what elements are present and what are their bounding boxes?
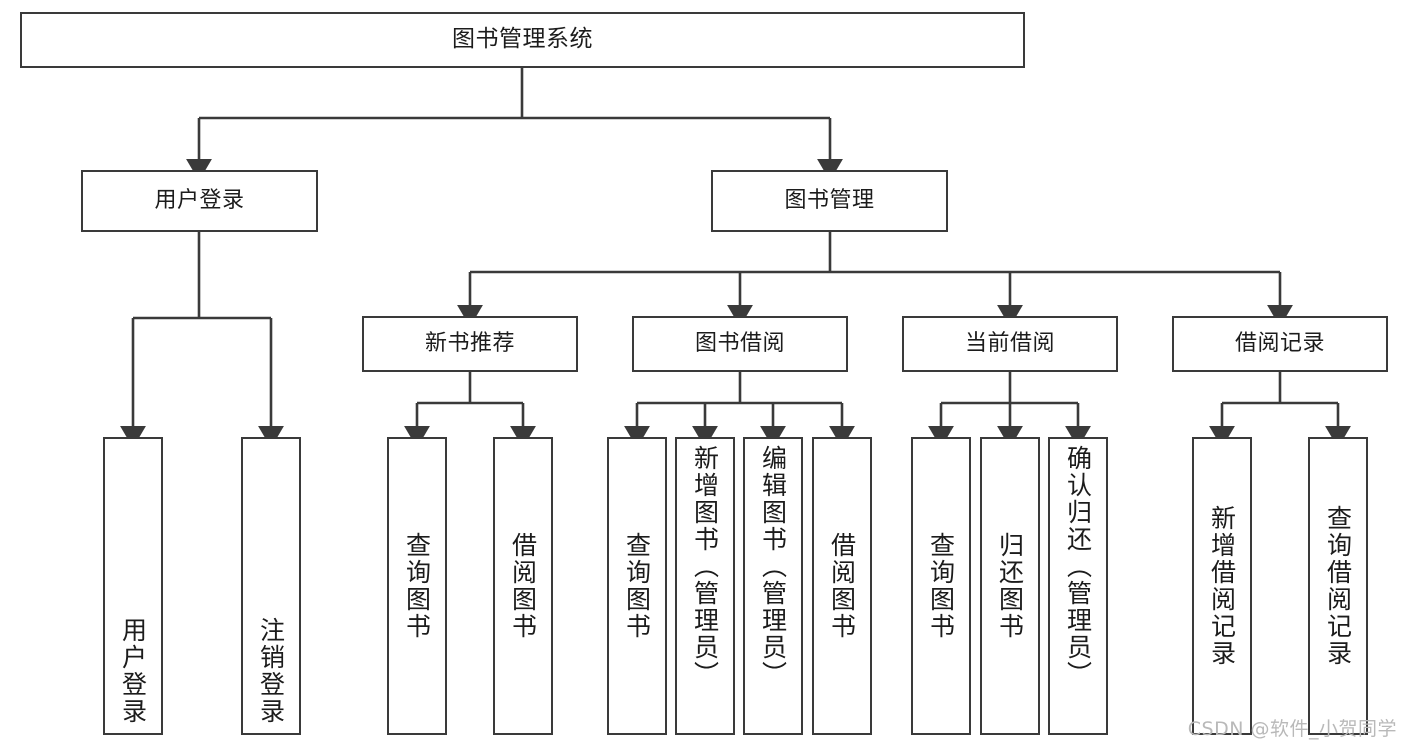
node-user-login[interactable]: 用户登录 — [81, 170, 318, 232]
watermark-text: CSDN @软件_小贺同学 — [1187, 718, 1397, 740]
node-root[interactable]: 图书管理系统 — [20, 12, 1025, 68]
node-leaf-confirm-return-label: 确认归还（管理员） — [1063, 445, 1093, 688]
node-leaf-query-borrow-record-label: 查询借阅记录 — [1323, 505, 1353, 667]
node-leaf-add-borrow-record-label: 新增借阅记录 — [1207, 505, 1237, 667]
node-user-login-label: 用户登录 — [154, 187, 245, 213]
node-leaf-query-book-cb-label: 查询图书 — [926, 532, 956, 640]
node-borrow-record-label: 借阅记录 — [1234, 330, 1325, 356]
node-leaf-user-login[interactable]: 用户登录 — [103, 437, 163, 735]
node-leaf-query-book-bb[interactable]: 查询图书 — [607, 437, 667, 735]
node-leaf-logout-label: 注销登录 — [256, 617, 286, 725]
node-leaf-edit-book[interactable]: 编辑图书（管理员） — [743, 437, 803, 735]
node-new-book-recommend[interactable]: 新书推荐 — [362, 316, 578, 372]
node-leaf-borrow-book-nb[interactable]: 借阅图书 — [493, 437, 553, 735]
node-borrow-record[interactable]: 借阅记录 — [1172, 316, 1388, 372]
node-leaf-edit-book-label: 编辑图书（管理员） — [758, 445, 788, 688]
node-leaf-confirm-return[interactable]: 确认归还（管理员） — [1048, 437, 1108, 735]
node-book-management-label: 图书管理 — [784, 187, 875, 213]
node-root-label: 图书管理系统 — [452, 26, 593, 53]
node-new-book-recommend-label: 新书推荐 — [424, 330, 515, 356]
node-book-borrow[interactable]: 图书借阅 — [632, 316, 848, 372]
node-current-borrow[interactable]: 当前借阅 — [902, 316, 1118, 372]
node-leaf-query-borrow-record[interactable]: 查询借阅记录 — [1308, 437, 1368, 735]
node-leaf-return-book-label: 归还图书 — [995, 532, 1025, 640]
node-leaf-borrow-book-bb-label: 借阅图书 — [827, 532, 857, 640]
node-leaf-query-book-bb-label: 查询图书 — [622, 532, 652, 640]
node-leaf-return-book[interactable]: 归还图书 — [980, 437, 1040, 735]
node-leaf-query-book-nb[interactable]: 查询图书 — [387, 437, 447, 735]
node-leaf-add-borrow-record[interactable]: 新增借阅记录 — [1192, 437, 1252, 735]
node-leaf-add-book[interactable]: 新增图书（管理员） — [675, 437, 735, 735]
node-leaf-user-login-label: 用户登录 — [118, 617, 148, 725]
node-leaf-borrow-book-bb[interactable]: 借阅图书 — [812, 437, 872, 735]
node-book-borrow-label: 图书借阅 — [694, 330, 785, 356]
node-leaf-query-book-nb-label: 查询图书 — [402, 532, 432, 640]
node-current-borrow-label: 当前借阅 — [964, 330, 1055, 356]
node-book-management[interactable]: 图书管理 — [711, 170, 948, 232]
node-leaf-query-book-cb[interactable]: 查询图书 — [911, 437, 971, 735]
node-leaf-logout[interactable]: 注销登录 — [241, 437, 301, 735]
node-leaf-add-book-label: 新增图书（管理员） — [690, 445, 720, 688]
node-leaf-borrow-book-nb-label: 借阅图书 — [508, 532, 538, 640]
